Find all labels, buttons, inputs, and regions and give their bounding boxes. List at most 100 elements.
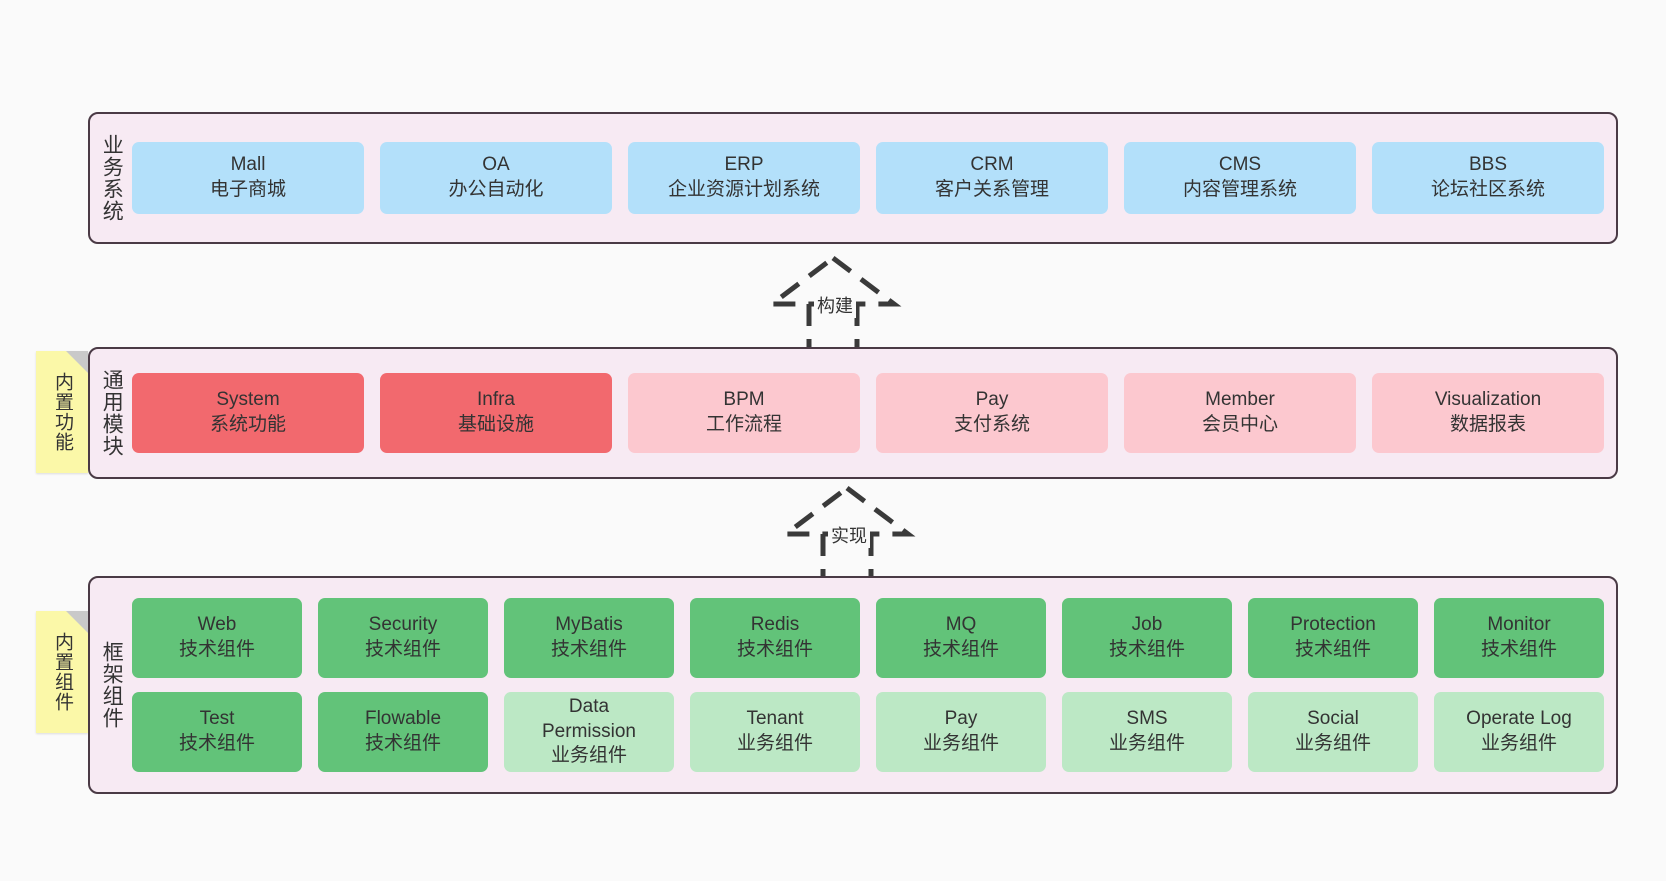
card-mall-desc: 电子商城 (209, 179, 286, 200)
card-mybatis[interactable]: MyBatis 技术组件 (504, 598, 674, 678)
card-erp-name: ERP (724, 154, 764, 176)
card-infra-name: Infra (476, 389, 516, 411)
card-flowable[interactable]: Flowable 技术组件 (318, 692, 488, 772)
card-bbs[interactable]: BBS 论坛社区系统 (1372, 142, 1604, 214)
card-cms-desc: 内容管理系统 (1182, 179, 1297, 200)
card-oa-name: OA (482, 154, 510, 176)
card-tenant-desc: 业务组件 (736, 733, 813, 754)
card-pay-module-name: Pay (975, 389, 1009, 411)
card-web-name: Web (197, 614, 237, 636)
card-erp-desc: 企业资源计划系统 (667, 179, 820, 200)
card-protection-name: Protection (1290, 614, 1376, 636)
card-mybatis-name: MyBatis (555, 614, 623, 636)
card-tenant[interactable]: Tenant 业务组件 (690, 692, 860, 772)
card-bbs-name: BBS (1468, 154, 1508, 176)
card-monitor[interactable]: Monitor 技术组件 (1434, 598, 1604, 678)
sticky-note-built-in-component-label: 内置组件 (52, 632, 74, 712)
card-social-desc: 业务组件 (1294, 733, 1371, 754)
card-operate-log-name: Operate Log (1466, 708, 1572, 730)
card-visualization-name: Visualization (1434, 389, 1542, 411)
connector-build: 构建 (748, 252, 918, 348)
card-pay-component-desc: 业务组件 (922, 733, 999, 754)
business-systems-row: Mall 电子商城 OA 办公自动化 ERP 企业资源计划系统 CRM 客户关系… (132, 142, 1604, 214)
card-erp[interactable]: ERP 企业资源计划系统 (628, 142, 860, 214)
card-crm[interactable]: CRM 客户关系管理 (876, 142, 1108, 214)
card-cms[interactable]: CMS 内容管理系统 (1124, 142, 1356, 214)
card-member[interactable]: Member 会员中心 (1124, 373, 1356, 453)
card-system[interactable]: System 系统功能 (132, 373, 364, 453)
card-web[interactable]: Web 技术组件 (132, 598, 302, 678)
card-infra-desc: 基础设施 (457, 414, 534, 435)
card-crm-name: CRM (970, 154, 1014, 176)
layer-business-systems: 业务系统 Mall 电子商城 OA 办公自动化 ERP 企业资源计划系统 CRM… (88, 112, 1618, 244)
card-redis[interactable]: Redis 技术组件 (690, 598, 860, 678)
connector-build-arrow-icon (764, 254, 902, 348)
card-mall-name: Mall (230, 154, 266, 176)
card-sms-desc: 业务组件 (1108, 733, 1185, 754)
card-security-name: Security (368, 614, 438, 636)
card-monitor-name: Monitor (1487, 614, 1551, 636)
card-system-desc: 系统功能 (209, 414, 286, 435)
card-mall[interactable]: Mall 电子商城 (132, 142, 364, 214)
card-mq[interactable]: MQ 技术组件 (876, 598, 1046, 678)
common-modules-row: System 系统功能 Infra 基础设施 BPM 工作流程 Pay 支付系统… (132, 373, 1604, 453)
card-bbs-desc: 论坛社区系统 (1430, 179, 1545, 200)
card-flowable-desc: 技术组件 (364, 733, 441, 754)
card-sms[interactable]: SMS 业务组件 (1062, 692, 1232, 772)
card-pay-module[interactable]: Pay 支付系统 (876, 373, 1108, 453)
card-mq-desc: 技术组件 (922, 639, 999, 660)
page-fold-icon (66, 611, 88, 633)
card-monitor-desc: 技术组件 (1480, 639, 1557, 660)
card-member-desc: 会员中心 (1201, 414, 1278, 435)
sticky-note-built-in-component: 内置组件 (36, 611, 88, 733)
card-infra[interactable]: Infra 基础设施 (380, 373, 612, 453)
card-social[interactable]: Social 业务组件 (1248, 692, 1418, 772)
card-security[interactable]: Security 技术组件 (318, 598, 488, 678)
card-sms-name: SMS (1126, 708, 1168, 730)
card-job-desc: 技术组件 (1108, 639, 1185, 660)
framework-business-row: Test 技术组件 Flowable 技术组件 Data Permission … (132, 692, 1604, 772)
layer-framework-components: 框架组件 Web 技术组件 Security 技术组件 MyBatis 技术组件… (88, 576, 1618, 794)
card-bpm-name: BPM (723, 389, 765, 411)
card-data-permission-name: Data (568, 695, 610, 717)
card-mq-name: MQ (945, 614, 977, 636)
card-test[interactable]: Test 技术组件 (132, 692, 302, 772)
layer-framework-components-label: 框架组件 (100, 641, 124, 729)
layer-common-modules: 通用模块 System 系统功能 Infra 基础设施 BPM 工作流程 Pay… (88, 347, 1618, 479)
card-bpm[interactable]: BPM 工作流程 (628, 373, 860, 453)
card-system-name: System (216, 389, 280, 411)
card-job[interactable]: Job 技术组件 (1062, 598, 1232, 678)
card-flowable-name: Flowable (364, 708, 442, 730)
card-crm-desc: 客户关系管理 (934, 179, 1049, 200)
connector-implement-arrow-icon (778, 484, 916, 578)
card-visualization[interactable]: Visualization 数据报表 (1372, 373, 1604, 453)
card-data-permission[interactable]: Data Permission 业务组件 (504, 692, 674, 772)
card-bpm-desc: 工作流程 (705, 414, 782, 435)
card-data-permission-desc: 业务组件 (550, 745, 627, 767)
card-oa[interactable]: OA 办公自动化 (380, 142, 612, 214)
card-web-desc: 技术组件 (178, 639, 255, 660)
sticky-note-built-in-function: 内置功能 (36, 351, 88, 473)
card-mybatis-desc: 技术组件 (550, 639, 627, 660)
card-test-name: Test (199, 708, 235, 730)
card-data-permission-name2: Permission (542, 720, 636, 742)
layer-common-modules-label: 通用模块 (100, 369, 124, 457)
connector-implement-label: 实现 (828, 522, 870, 548)
layer-business-systems-body: Mall 电子商城 OA 办公自动化 ERP 企业资源计划系统 CRM 客户关系… (132, 114, 1616, 242)
card-pay-module-desc: 支付系统 (953, 414, 1030, 435)
card-redis-name: Redis (750, 614, 800, 636)
card-redis-desc: 技术组件 (736, 639, 813, 660)
card-protection[interactable]: Protection 技术组件 (1248, 598, 1418, 678)
card-visualization-desc: 数据报表 (1449, 414, 1526, 435)
layer-common-modules-body: System 系统功能 Infra 基础设施 BPM 工作流程 Pay 支付系统… (132, 349, 1616, 477)
card-operate-log[interactable]: Operate Log 业务组件 (1434, 692, 1604, 772)
card-security-desc: 技术组件 (364, 639, 441, 660)
card-pay-component-name: Pay (944, 708, 978, 730)
card-job-name: Job (1131, 614, 1163, 636)
sticky-note-built-in-function-label: 内置功能 (52, 372, 74, 452)
card-pay-component[interactable]: Pay 业务组件 (876, 692, 1046, 772)
page-fold-icon (66, 351, 88, 373)
card-cms-name: CMS (1218, 154, 1262, 176)
card-test-desc: 技术组件 (178, 733, 255, 754)
